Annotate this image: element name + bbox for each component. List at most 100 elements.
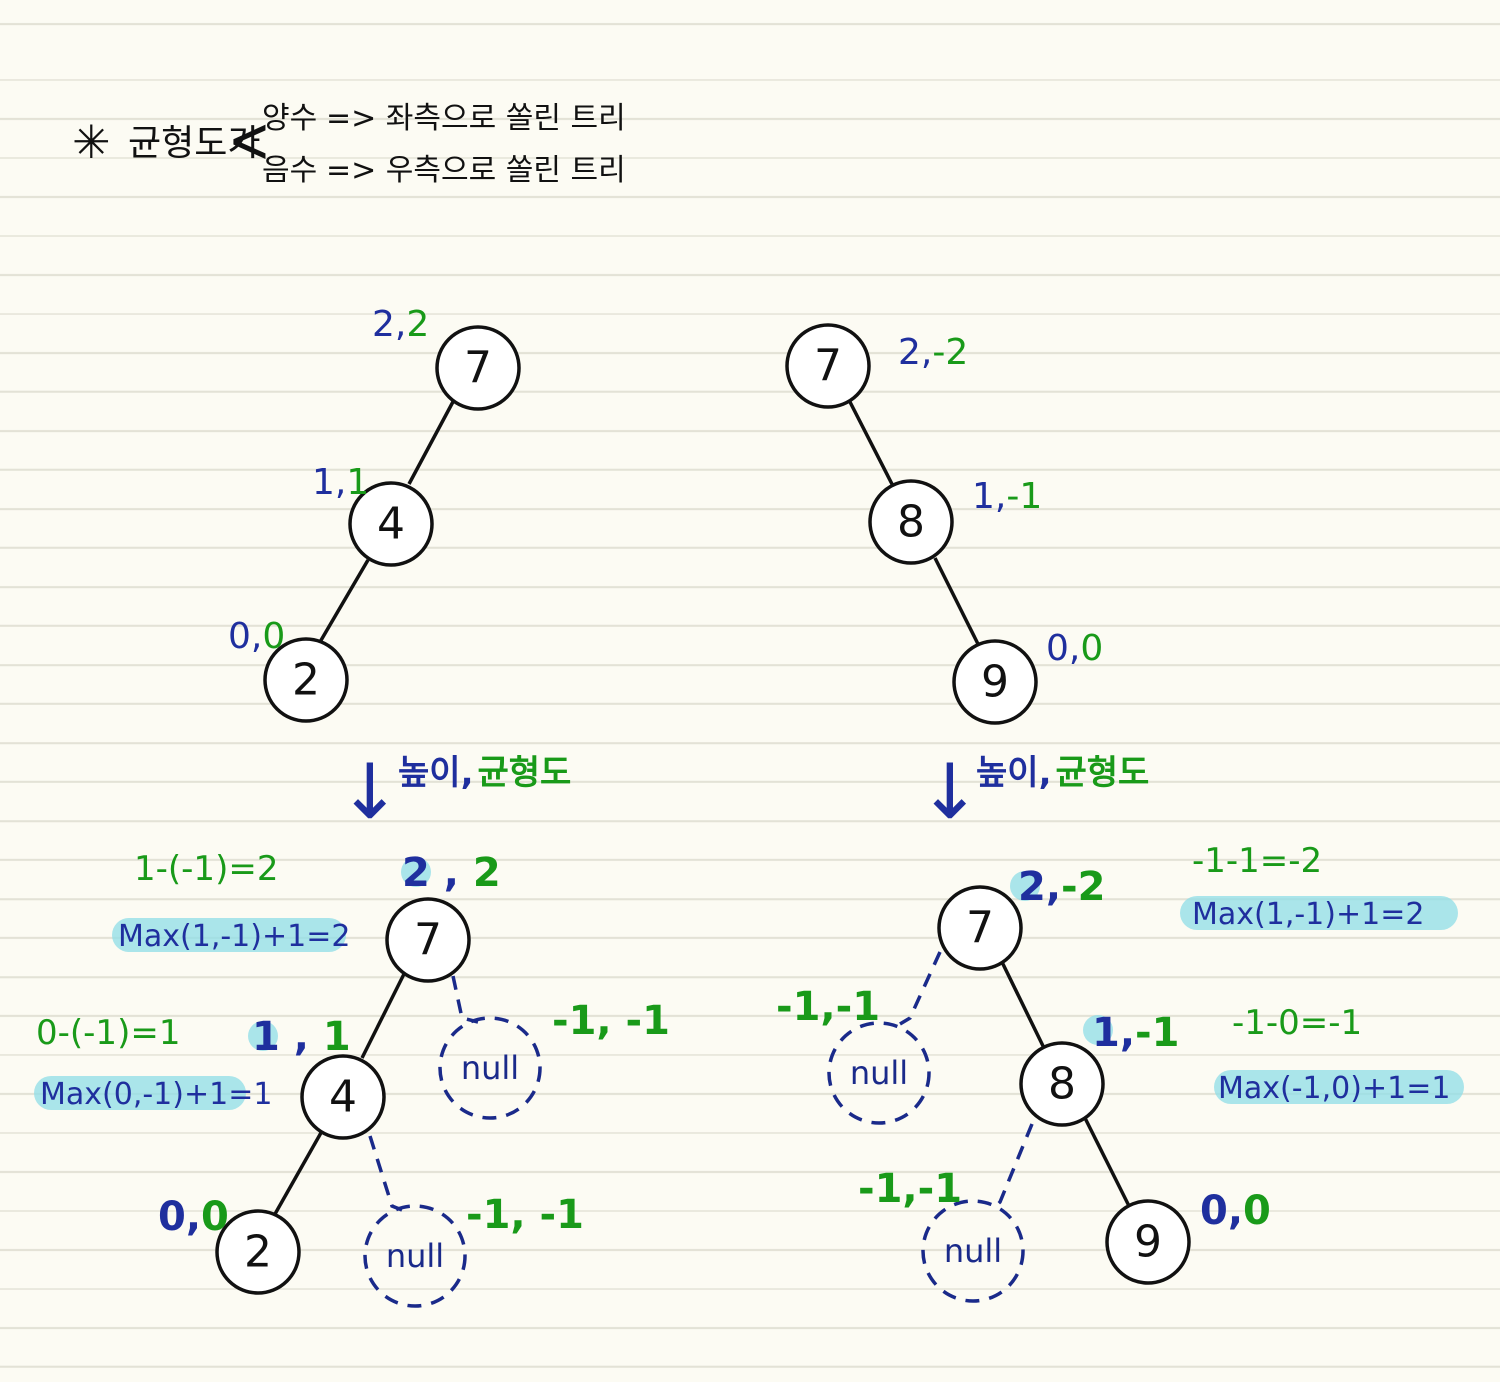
transition-left: ↓ 높이,균형도 xyxy=(338,747,571,836)
null-label: -1, -1 xyxy=(552,998,670,1044)
height-value: 1 xyxy=(312,462,335,503)
highlight xyxy=(112,918,346,952)
balance-value: 0 xyxy=(1080,628,1103,669)
highlight xyxy=(1083,1015,1113,1045)
node-value: 7 xyxy=(814,341,842,392)
tree-node: 4 xyxy=(300,1054,386,1140)
header-note: ✳ 균형도가 < 양수 => 좌측으로 쏠린 트리 음수 => 우측으로 쏠린 … xyxy=(72,101,626,188)
height-value: 0 xyxy=(1046,628,1069,669)
node-label: 0,0 xyxy=(1200,1188,1271,1234)
tree-node: 7 xyxy=(435,325,521,411)
null-edge xyxy=(992,1123,1034,1210)
balance-value: -2 xyxy=(932,332,968,373)
highlight xyxy=(1010,871,1040,901)
balance-value: 0 xyxy=(201,1194,229,1240)
highlight xyxy=(34,1076,246,1110)
formula-height: Max(1,-1)+1=2 xyxy=(118,919,350,954)
height-value: 2 xyxy=(1018,864,1046,910)
node-label: 1,1 xyxy=(312,462,369,503)
node-value: 7 xyxy=(414,915,442,966)
edge xyxy=(848,401,895,487)
null-label: -1,-1 xyxy=(858,1166,962,1212)
transition-label: 높이,균형도 xyxy=(398,753,571,793)
node-label: 2,-2 xyxy=(898,332,968,373)
tree-node: 9 xyxy=(1105,1199,1191,1285)
height-value: 1 xyxy=(252,1014,280,1060)
node-value: 9 xyxy=(1134,1217,1162,1268)
height-value: 2 xyxy=(402,850,430,896)
null-label: -1,-1 xyxy=(776,984,880,1030)
formula-balance: -1-1=-2 xyxy=(1192,841,1322,881)
balance-word: 균형도 xyxy=(1055,753,1149,793)
node-value: 2 xyxy=(292,655,320,706)
node-value: 7 xyxy=(966,903,994,954)
node-value: 8 xyxy=(897,497,925,548)
node-value: 9 xyxy=(981,657,1009,708)
edge xyxy=(933,557,980,645)
node-label: 1 , 1 xyxy=(252,1014,351,1060)
tree-node: 7 xyxy=(785,323,871,409)
balance-value: 2 xyxy=(406,304,429,345)
node-label: 2,2 xyxy=(372,304,429,345)
null-text: null xyxy=(944,1232,1002,1270)
height-value: 2 xyxy=(898,332,921,373)
null-edge xyxy=(368,1135,403,1212)
tree-node: 2 xyxy=(215,1209,301,1295)
null-node: null xyxy=(827,1021,931,1125)
highlight xyxy=(1214,1070,1464,1104)
node-label: 0,0 xyxy=(1046,628,1103,669)
positive-label: 양수 xyxy=(262,101,317,136)
negative-label: 음수 xyxy=(262,153,317,188)
edge xyxy=(273,1130,324,1215)
node-label: 2,-2 xyxy=(1018,864,1105,910)
balance-value: 2 xyxy=(473,850,501,896)
height-value: 0 xyxy=(158,1194,186,1240)
tree-node: 7 xyxy=(385,897,471,983)
negative-meaning: => 우측으로 쏠린 트리 xyxy=(326,153,626,188)
highlight xyxy=(248,1021,278,1051)
tree-node: 8 xyxy=(868,479,954,565)
balance-value: -1 xyxy=(1006,476,1042,517)
height-value: 0 xyxy=(228,616,251,657)
highlight xyxy=(401,857,431,887)
null-node: null xyxy=(363,1204,467,1308)
edge xyxy=(360,971,407,1059)
edge xyxy=(407,397,457,485)
null-text: null xyxy=(386,1237,444,1275)
formula-height: Max(1,-1)+1=2 xyxy=(1192,897,1424,932)
null-node: null xyxy=(438,1016,542,1120)
node-label: 0,0 xyxy=(158,1194,229,1240)
null-label: -1, -1 xyxy=(466,1192,584,1238)
node-value: 4 xyxy=(329,1072,357,1123)
top-right-tree: 7 8 9 2,-2 1,-1 0,0 xyxy=(785,323,1103,725)
balance-value: -1 xyxy=(1135,1010,1179,1056)
balance-value: 1 xyxy=(323,1014,351,1060)
node-label: 1,-1 xyxy=(1092,1010,1179,1056)
edge xyxy=(1083,1117,1132,1209)
header-bracket: < xyxy=(228,102,271,177)
formula-balance: 1-(-1)=2 xyxy=(134,849,278,889)
balance-value: 0 xyxy=(262,616,285,657)
height-value: 1 xyxy=(1092,1010,1120,1056)
formula-height: Max(0,-1)+1=1 xyxy=(40,1077,272,1112)
asterisk-icon: ✳ xyxy=(72,115,111,169)
null-edge xyxy=(899,951,942,1026)
balance-word: 균형도 xyxy=(477,753,571,793)
highlight xyxy=(1180,896,1458,930)
down-arrow-icon: ↓ xyxy=(918,747,982,836)
null-text: null xyxy=(461,1049,519,1087)
top-left-tree: 7 4 2 2,2 1,1 0,0 xyxy=(228,304,521,723)
null-node: null xyxy=(921,1199,1025,1303)
node-label: 2 , 2 xyxy=(402,850,501,896)
node-label: 1,-1 xyxy=(972,476,1042,517)
node-value: 2 xyxy=(244,1227,272,1278)
transition-right: ↓ 높이,균형도 xyxy=(918,747,1149,836)
node-value: 7 xyxy=(464,343,492,394)
height-value: 2 xyxy=(372,304,395,345)
null-edge xyxy=(451,975,479,1024)
node-value: 8 xyxy=(1048,1059,1076,1110)
formula-balance: -1-0=-1 xyxy=(1232,1003,1362,1043)
tree-node: 4 xyxy=(348,481,434,567)
positive-meaning: => 좌측으로 쏠린 트리 xyxy=(326,101,626,136)
balance-value: 1 xyxy=(346,462,369,503)
